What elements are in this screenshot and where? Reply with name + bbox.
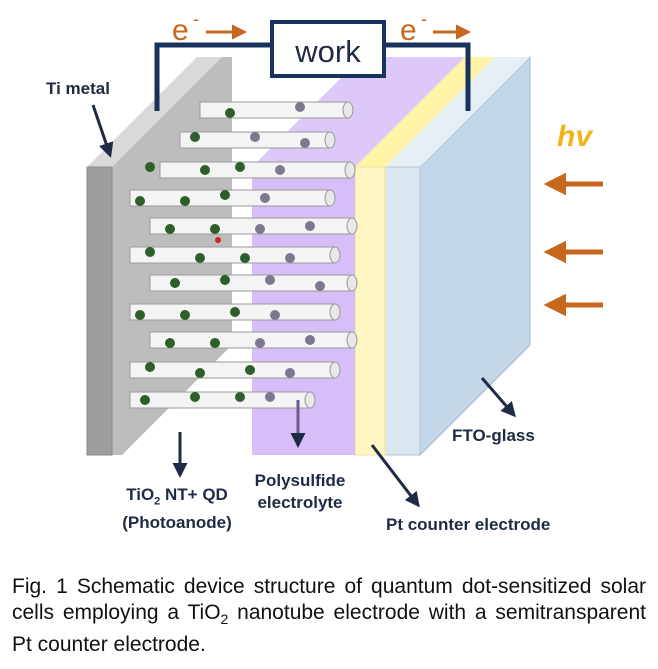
nanotube-end <box>342 101 354 119</box>
pt-counter-electrode-label: Pt counter electrode <box>386 515 551 534</box>
photoanode-label: TiO2 NT+ QD (Photoanode) <box>92 484 262 534</box>
tio2-nanotube-array <box>129 101 358 409</box>
nanotube <box>129 189 331 207</box>
quantum-dot <box>235 392 245 402</box>
nanotube-end <box>329 246 341 264</box>
nanotube <box>149 331 353 349</box>
nanotube <box>149 217 353 235</box>
quantum-dot <box>285 368 295 378</box>
photoanode-label-line1: TiO2 NT+ QD <box>126 485 228 508</box>
quantum-dot <box>145 362 155 372</box>
quantum-dot <box>190 392 200 402</box>
quantum-dot <box>300 138 310 148</box>
electron-sup-left: - <box>193 9 199 29</box>
nanotube-end <box>324 189 336 207</box>
external-circuit: work <box>154 20 471 111</box>
ti-metal-label: Ti metal <box>46 79 110 98</box>
fto-glass-label: FTO-glass <box>452 426 535 445</box>
fto-pointer-arrow <box>480 377 516 418</box>
fto-glass-layer <box>384 55 531 457</box>
pt-pointer-arrow <box>370 444 420 508</box>
nanotube <box>129 246 336 264</box>
electron-flow-left: e - <box>172 9 247 47</box>
quantum-dot <box>135 196 145 206</box>
quantum-dot <box>190 132 200 142</box>
quantum-dot <box>260 193 270 203</box>
quantum-dot <box>265 392 275 402</box>
quantum-dot <box>240 253 250 263</box>
nanotube-end <box>346 217 358 235</box>
quantum-dot <box>180 310 190 320</box>
quantum-dot <box>250 132 260 142</box>
quantum-dot <box>265 275 275 285</box>
quantum-dot <box>200 165 210 175</box>
nanotube-end <box>346 331 358 349</box>
electron-flow-right: e - <box>400 9 471 47</box>
quantum-dot <box>245 365 255 375</box>
quantum-dot <box>165 224 175 234</box>
quantum-dot <box>255 338 265 348</box>
quantum-dot <box>225 108 235 118</box>
photoanode-label-line2: (Photoanode) <box>122 513 232 533</box>
quantum-dot <box>315 281 325 291</box>
quantum-dot <box>235 162 245 172</box>
quantum-dot <box>210 224 220 234</box>
nanotube-end <box>329 303 341 321</box>
nanotube <box>159 161 351 179</box>
quantum-dot <box>255 224 265 234</box>
nanotube <box>129 361 336 379</box>
quantum-dot <box>195 253 205 263</box>
quantum-dot <box>135 310 145 320</box>
quantum-dot <box>195 368 205 378</box>
electron-sup-right: - <box>421 9 427 29</box>
figure-caption: Fig. 1 Schematic device structure of qua… <box>12 575 646 657</box>
nanotube-end <box>324 131 336 149</box>
work-load-box <box>270 20 386 78</box>
nanotube-end <box>346 274 358 292</box>
work-label: work <box>294 34 361 69</box>
nanotube <box>129 391 311 409</box>
quantum-dot <box>305 221 315 231</box>
nanotube-end <box>344 161 356 179</box>
quantum-dot <box>220 275 230 285</box>
quantum-dot <box>275 165 285 175</box>
device-schematic: work e - e - hv <box>86 9 603 508</box>
electrolyte-label: Polysulfide electrolyte <box>254 471 346 512</box>
nanotube-end <box>304 391 316 409</box>
quantum-dot <box>170 278 180 288</box>
quantum-dot <box>305 335 315 345</box>
electron-label-left: e <box>172 14 189 47</box>
quantum-dot <box>145 247 155 257</box>
quantum-dot <box>165 338 175 348</box>
ti-metal-pointer-arrow <box>91 104 114 158</box>
quantum-dot <box>230 307 240 317</box>
electron-label-right: e <box>400 14 417 47</box>
hv-label: hv <box>557 120 594 153</box>
quantum-dot <box>180 196 190 206</box>
red-dot-marker <box>215 237 221 243</box>
nanotube-end <box>329 361 341 379</box>
nanotube <box>199 101 349 119</box>
quantum-dot <box>295 102 305 112</box>
quantum-dot <box>210 338 220 348</box>
quantum-dot <box>270 310 280 320</box>
quantum-dot <box>145 162 155 172</box>
quantum-dot <box>220 190 230 200</box>
quantum-dot <box>285 253 295 263</box>
quantum-dot <box>140 395 150 405</box>
